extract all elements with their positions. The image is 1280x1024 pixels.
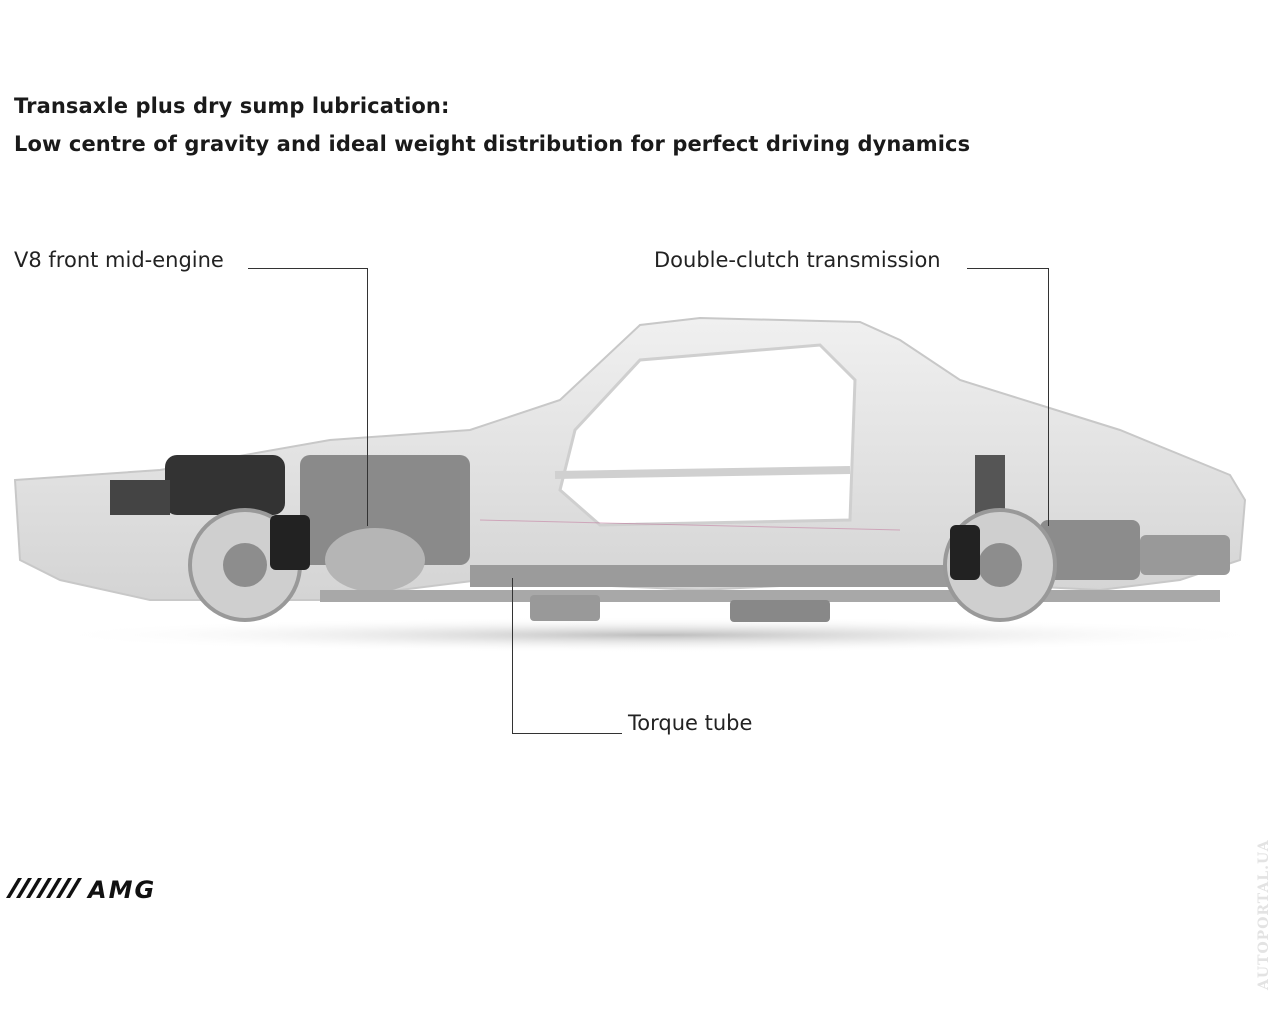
title-line-1: Transaxle plus dry sump lubrication:: [14, 94, 450, 118]
callout-engine-line: [248, 268, 368, 269]
callout-engine-line: [367, 268, 368, 526]
rear-wheel: [943, 508, 1057, 622]
callout-transmission: Double-clutch transmission: [654, 248, 941, 272]
svg-text:AMG: AMG: [86, 876, 156, 904]
front-wheel: [188, 508, 310, 622]
title-line-2: Low centre of gravity and ideal weight d…: [14, 132, 971, 156]
torque-tube: [470, 565, 950, 587]
callout-torque-line: [512, 578, 513, 733]
amg-logo: AMG: [6, 876, 156, 904]
door-opening: [558, 343, 857, 527]
callout-transmission-line: [1048, 268, 1049, 526]
callout-torque-line: [512, 733, 622, 734]
transmission: [1040, 520, 1140, 580]
callout-transmission-line: [967, 268, 1049, 269]
watermark: AUTOPORTAL.UA: [1256, 839, 1272, 990]
callout-torque-tube: Torque tube: [628, 711, 753, 735]
ground-shadow: [40, 617, 1280, 653]
callout-engine: V8 front mid-engine: [14, 248, 224, 272]
